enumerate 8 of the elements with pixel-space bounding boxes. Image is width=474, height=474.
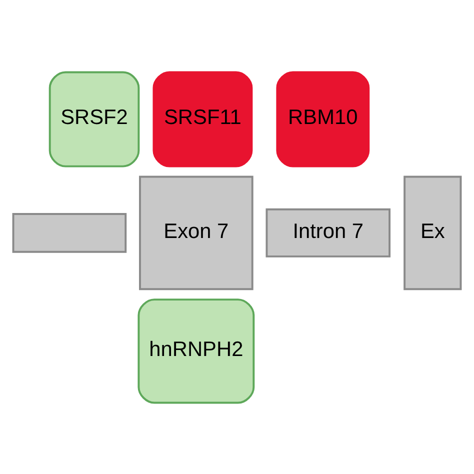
node-box: Ex <box>404 175 462 290</box>
node-box: Exon 7 <box>139 175 254 290</box>
node-box: hnRNPH2 <box>138 298 255 404</box>
node-bar <box>12 212 127 252</box>
node-box: Intron 7 <box>266 208 391 257</box>
node-box: RBM10 <box>276 70 370 167</box>
node-box: SRSF2 <box>48 70 140 167</box>
node-box: SRSF11 <box>152 70 253 167</box>
